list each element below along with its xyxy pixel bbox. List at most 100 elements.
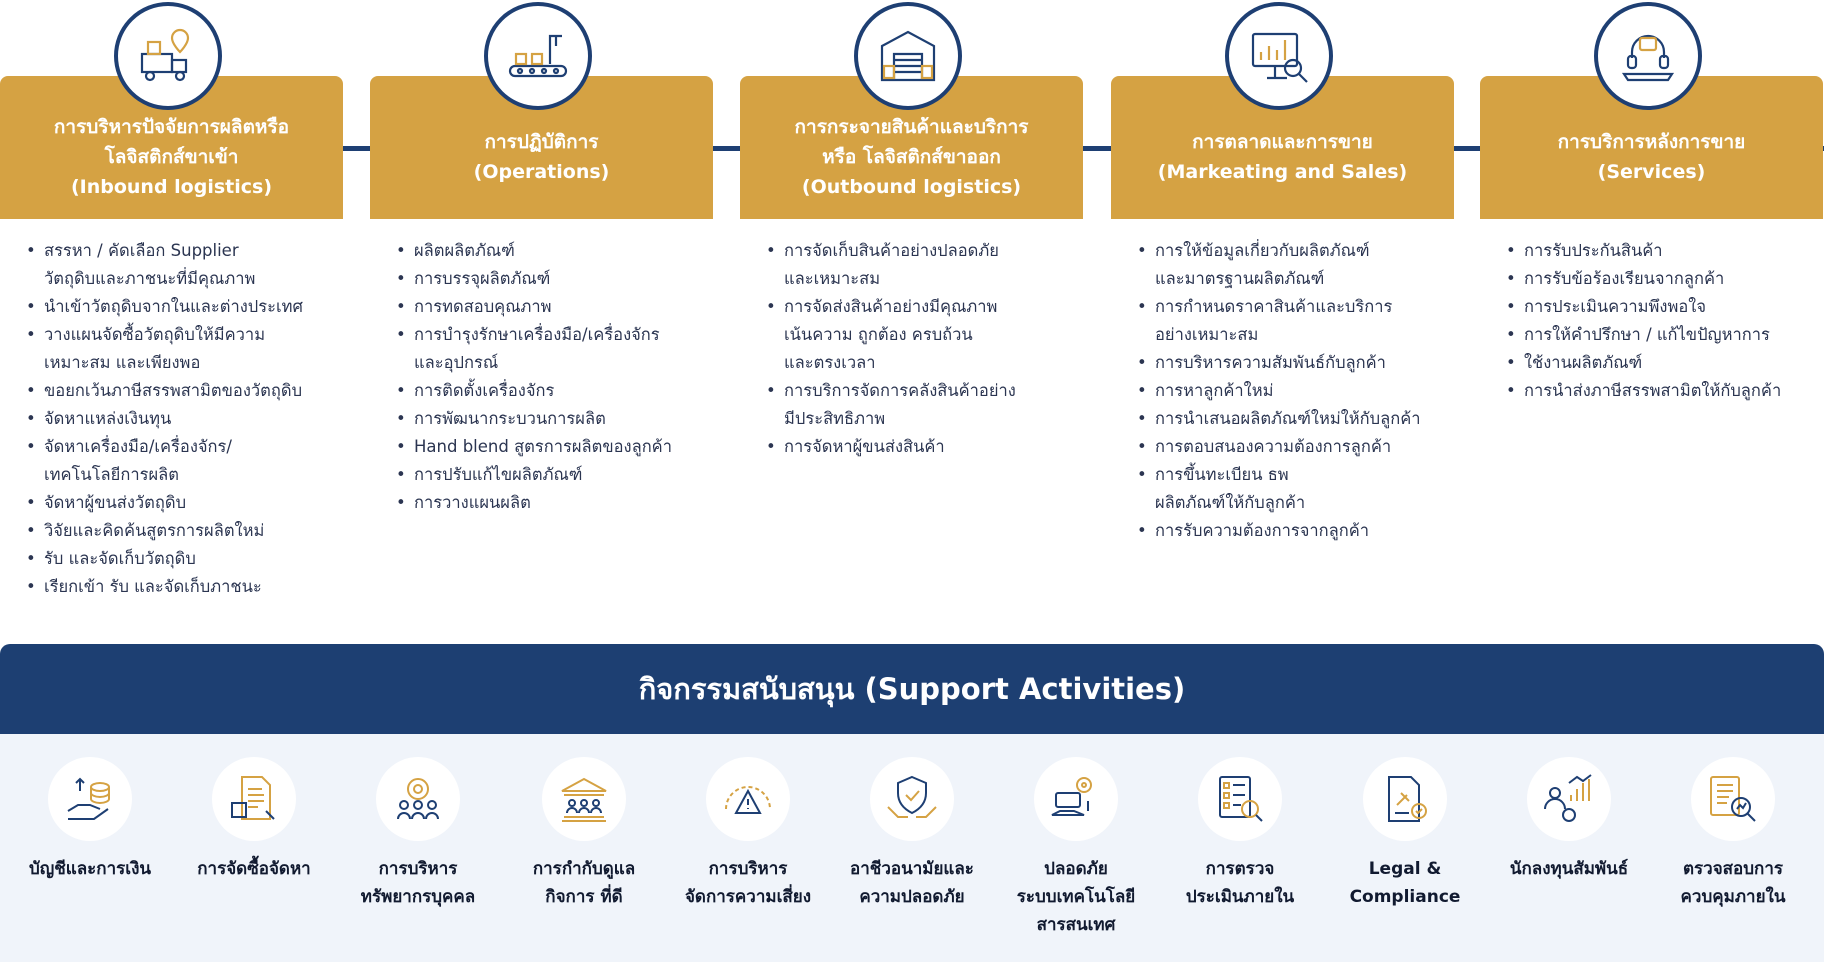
activity-list: ผลิตผลิตภัณฑ์การบรรจุผลิตภัณฑ์การทดสอบคุ… xyxy=(370,237,700,517)
support-activity-item: บัญชีและการเงิน xyxy=(8,757,172,883)
activity-list-item: การให้ข้อมูลเกี่ยวกับผลิตภัณฑ์ xyxy=(1137,237,1441,265)
header-title-line: การกระจายสินค้าและบริการ xyxy=(794,115,1029,138)
activity-list-item: นำเข้าวัตถุดิบจากในและต่างประเทศ xyxy=(26,293,330,321)
header-title-line: (Services) xyxy=(1597,160,1706,183)
activity-list-item: การตอบสนองความต้องการลูกค้า xyxy=(1137,433,1441,461)
support-activity-label: การจัดซื้อจัดหา xyxy=(172,855,336,883)
activity-list-item: ผลิตผลิตภัณฑ์ xyxy=(396,237,700,265)
conveyor-factory-icon xyxy=(484,2,592,110)
support-activity-item: Legal & Compliance xyxy=(1323,757,1487,911)
activity-list-item: จัดหาเครื่องมือ/เครื่องจักร/ xyxy=(26,433,330,461)
warehouse-icon xyxy=(854,2,962,110)
header-title-line: การบริหารปัจจัยการผลิตหรือ xyxy=(53,115,290,138)
safety-shield-icon xyxy=(870,757,954,841)
support-activity-item: นักลงทุนสัมพันธ์ xyxy=(1487,757,1651,883)
activity-list-item: การบริการจัดการคลังสินค้าอย่าง xyxy=(766,377,1070,405)
activity-list-item: ผลิตภัณฑ์ให้กับลูกค้า xyxy=(1155,493,1306,512)
activity-list-item: การรับความต้องการจากลูกค้า xyxy=(1137,517,1441,545)
support-activity-label: การตรวจประเมินภายใน xyxy=(1158,855,1322,911)
activity-list-item: การวางแผนผลิต xyxy=(396,489,700,517)
logistics-truck-icon xyxy=(114,2,222,110)
activity-list-item: เรียกเข้า รับ และจัดเก็บภาชนะ xyxy=(26,573,330,601)
activity-list-item: การปรับแก้ไขผลิตภัณฑ์ xyxy=(396,461,700,489)
primary-activity-header: การปฏิบัติการ (Operations) xyxy=(370,76,713,219)
audit-checklist-icon xyxy=(1198,757,1282,841)
activity-list-item: จัดหาแหล่งเงินทุน xyxy=(26,405,330,433)
support-activity-item: การกำกับดูแลกิจการ ที่ดี xyxy=(502,757,666,911)
support-label-line: ควบคุมภายใน xyxy=(1680,887,1786,907)
support-label-line: Compliance xyxy=(1349,887,1461,907)
support-label-line: บัญชีและการเงิน xyxy=(28,859,152,879)
support-activity-item: ปลอดภัยระบบเทคโนโลยีสารสนเทศ xyxy=(994,757,1158,939)
activity-list-item: มีประสิทธิภาพ xyxy=(784,409,886,428)
support-label-line: ประเมินภายใน xyxy=(1185,887,1295,907)
support-activity-label: อาชีวอนามัยและความปลอดภัย xyxy=(830,855,994,911)
support-label-line: ปลอดภัย xyxy=(1044,859,1108,879)
marketing-chart-icon xyxy=(1225,2,1333,110)
activity-list-item: เน้นความ ถูกต้อง ครบถ้วน xyxy=(784,325,973,344)
human-resources-icon xyxy=(376,757,460,841)
customer-service-icon xyxy=(1594,2,1702,110)
activity-list: การจัดเก็บสินค้าอย่างปลอดภัยและเหมาะสมกา… xyxy=(740,237,1070,461)
support-label-line: การตรวจ xyxy=(1205,859,1275,879)
support-activity-label: การบริหารทรัพยากรบุคคล xyxy=(336,855,500,911)
support-activity-item: การจัดซื้อจัดหา xyxy=(172,757,336,883)
header-title-line: (Inbound logistics) xyxy=(70,175,273,198)
activity-list-item: และตรงเวลา xyxy=(784,353,876,372)
procurement-document-icon xyxy=(212,757,296,841)
activity-list-item: การกำหนดราคาสินค้าและบริการ xyxy=(1137,293,1441,321)
activity-list-item: จัดหาผู้ขนส่งวัตถุดิบ xyxy=(26,489,330,517)
support-label-line: การบริหาร xyxy=(708,859,788,879)
legal-gavel-icon xyxy=(1363,757,1447,841)
support-activity-label: ตรวจสอบการควบคุมภายใน xyxy=(1651,855,1815,911)
support-activity-label: นักลงทุนสัมพันธ์ xyxy=(1487,855,1651,883)
header-title-line: การปฏิบัติการ xyxy=(484,130,599,153)
activity-list-item: ใช้งานผลิตภัณฑ์ xyxy=(1506,349,1810,377)
it-security-icon xyxy=(1034,757,1118,841)
support-activity-label: การกำกับดูแลกิจการ ที่ดี xyxy=(502,855,666,911)
header-title-line: หรือ โลจิสติกส์ขาออก xyxy=(822,145,1001,168)
activity-list-item: การนำส่งภาษีสรรพสามิตให้กับลูกค้า xyxy=(1506,377,1810,405)
governance-building-icon xyxy=(542,757,626,841)
support-label-line: กิจการ ที่ดี xyxy=(545,887,623,907)
support-activity-item: การบริหารจัดการความเสี่ยง xyxy=(666,757,830,911)
risk-gauge-icon xyxy=(706,757,790,841)
activity-list-item: การประเมินความพึงพอใจ xyxy=(1506,293,1810,321)
activity-list-item: เทคโนโลยีการผลิต xyxy=(44,465,179,484)
support-label-line: ตรวจสอบการ xyxy=(1682,859,1784,879)
investor-relations-icon xyxy=(1527,757,1611,841)
activity-list-item: การจัดส่งสินค้าอย่างมีคุณภาพ xyxy=(766,293,1070,321)
support-label-line: Legal & xyxy=(1368,859,1442,879)
activity-list-item: การหาลูกค้าใหม่ xyxy=(1137,377,1441,405)
activity-list: สรรหา / คัดเลือก Supplierวัตถุดิบและภาชน… xyxy=(0,237,330,601)
support-activity-label: Legal & Compliance xyxy=(1323,855,1487,911)
header-title-line: การบริการหลังการขาย xyxy=(1557,130,1746,153)
support-activity-label: การบริหารจัดการความเสี่ยง xyxy=(666,855,830,911)
activity-list-item: การให้คำปรึกษา / แก้ไขปัญหาการ xyxy=(1506,321,1810,349)
support-label-line: นักลงทุนสัมพันธ์ xyxy=(1509,859,1629,879)
activity-list-item: วัตถุดิบและภาชนะที่มีคุณภาพ xyxy=(44,269,256,288)
support-label-line: การบริหาร xyxy=(378,859,458,879)
activity-list-item: และมาตรฐานผลิตภัณฑ์ xyxy=(1155,269,1325,288)
support-label-line: การจัดซื้อจัดหา xyxy=(197,859,311,879)
activity-list-item: และเหมาะสม xyxy=(784,269,881,288)
header-title-line: (Markeating and Sales) xyxy=(1157,160,1408,183)
activity-list-item: วิจัยและคิดค้นสูตรการผลิตใหม่ xyxy=(26,517,330,545)
support-label-line: ความปลอดภัย xyxy=(859,887,965,907)
activity-list-item: วางแผนจัดซื้อวัตถุดิบให้มีความ xyxy=(26,321,330,349)
internal-control-icon xyxy=(1691,757,1775,841)
activity-list-item: การติดตั้งเครื่องจักร xyxy=(396,377,700,405)
support-activity-item: การตรวจประเมินภายใน xyxy=(1158,757,1322,911)
activity-list-item: ขอยกเว้นภาษีสรรพสามิตของวัตถุดิบ xyxy=(26,377,330,405)
support-activity-item: การบริหารทรัพยากรบุคคล xyxy=(336,757,500,911)
support-label-line: จัดการความเสี่ยง xyxy=(684,887,812,907)
activity-list-item: การบำรุงรักษาเครื่องมือ/เครื่องจักร xyxy=(396,321,700,349)
activity-list-item: การรับข้อร้องเรียนจากลูกค้า xyxy=(1506,265,1810,293)
support-label-line: สารสนเทศ xyxy=(1036,915,1116,935)
activity-list-item: และอุปกรณ์ xyxy=(414,353,499,372)
activity-list-item: การรับประกันสินค้า xyxy=(1506,237,1810,265)
header-title-line: การตลาดและการขาย xyxy=(1192,130,1373,153)
activity-list-item: การบริหารความสัมพันธ์กับลูกค้า xyxy=(1137,349,1441,377)
header-title-line: (Operations) xyxy=(473,160,610,183)
activity-list-item: การนำเสนอผลิตภัณฑ์ใหม่ให้กับลูกค้า xyxy=(1137,405,1441,433)
